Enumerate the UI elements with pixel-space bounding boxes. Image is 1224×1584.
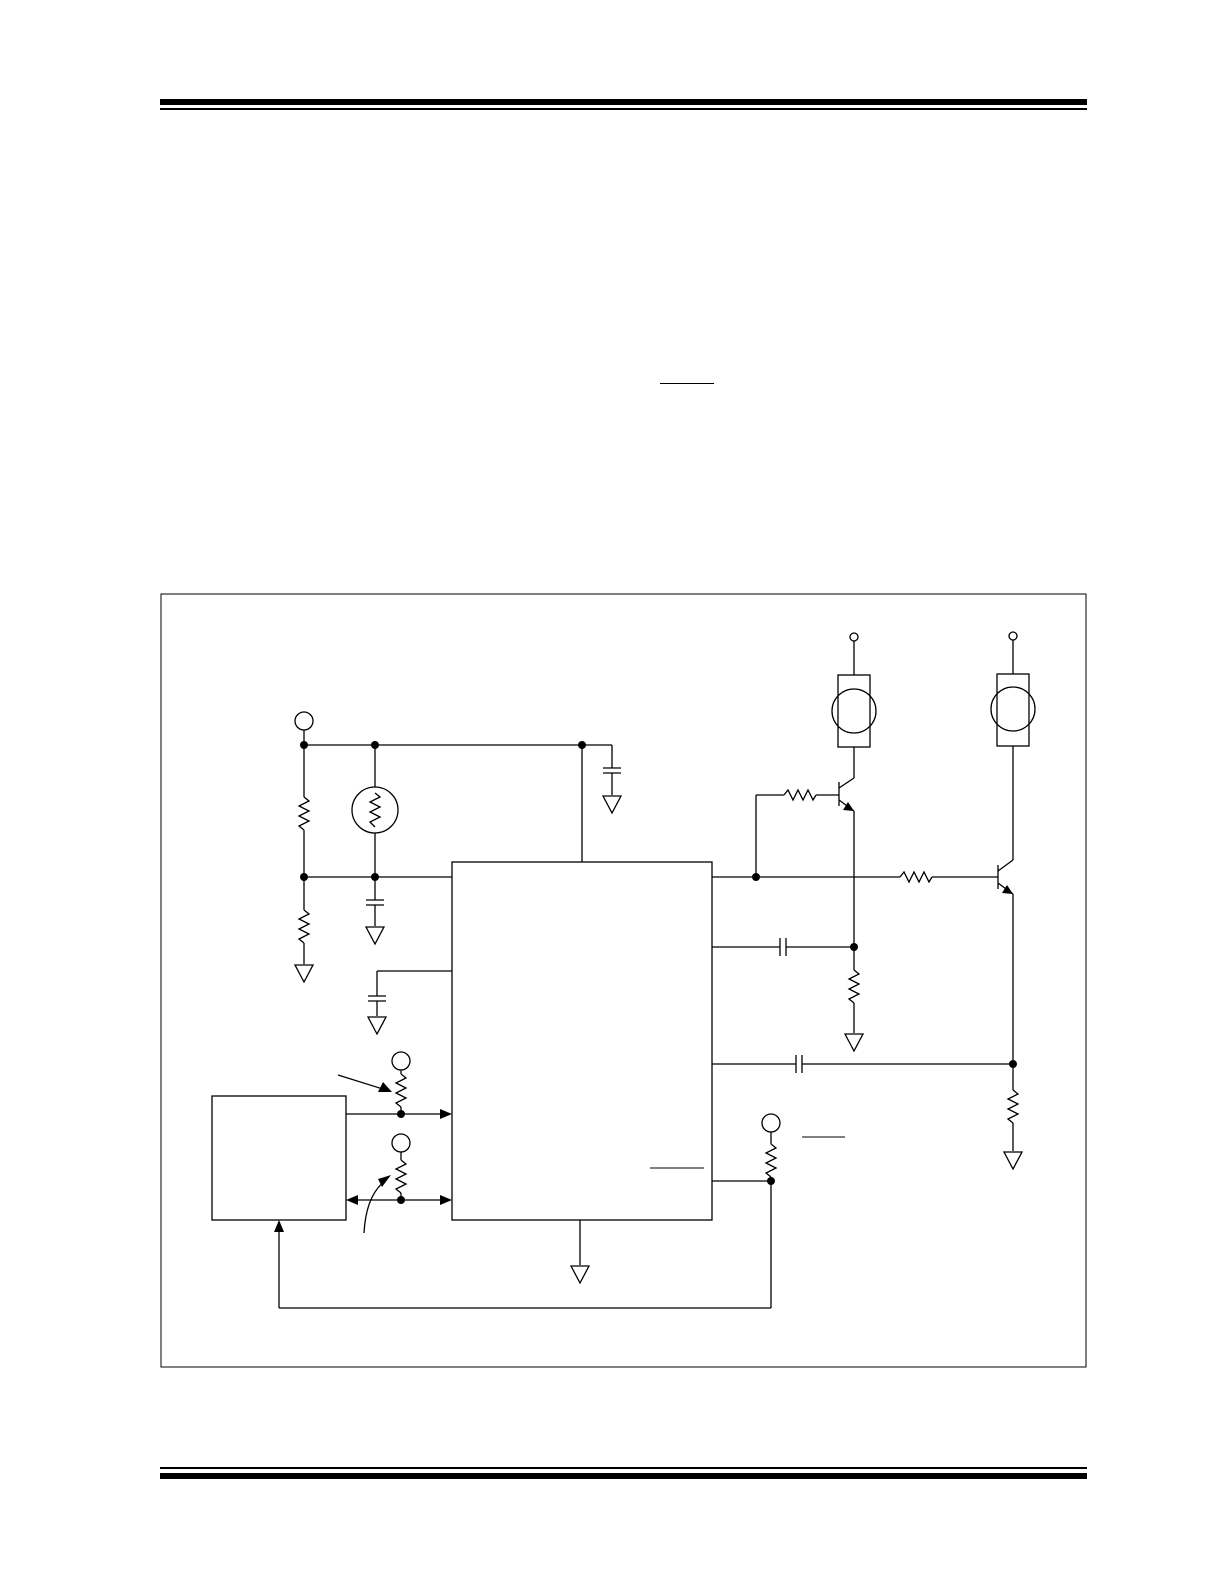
supply-terminal-pullup2 [391, 1133, 411, 1153]
q2-emitter-arrow [1002, 885, 1013, 894]
pullup-resistor-1 [394, 1073, 408, 1108]
header-rule-thin [160, 108, 1087, 110]
ic-body [451, 861, 713, 1221]
header-rule-thick [160, 99, 1087, 105]
ground-r2 [293, 964, 315, 984]
q2-base-resistor [899, 870, 933, 884]
thermistor-resistor [368, 792, 382, 828]
supply-terminal-pullup1 [391, 1051, 411, 1071]
label-arrow-1 [378, 1082, 392, 1092]
supply-terminal-output [761, 1113, 781, 1133]
ground-ic-left-cap [366, 1016, 388, 1036]
overbar-mark [660, 383, 714, 384]
motor2-housing [996, 673, 1030, 747]
label-arrow-2 [378, 1175, 391, 1187]
footer-rule-thin [160, 1467, 1087, 1469]
supply-terminal-left [294, 711, 314, 731]
motor1 [831, 688, 877, 734]
pullup-resistor-output [764, 1143, 778, 1178]
external-block [211, 1095, 347, 1221]
ground-sense-cap [364, 926, 386, 946]
emitter-resistor-2 [1006, 1089, 1020, 1124]
q1-base-resistor [783, 788, 817, 802]
motor1-housing [837, 674, 871, 748]
ground-emitter-1 [843, 1033, 865, 1053]
ground-emitter-2 [1002, 1151, 1024, 1171]
ground-ic-bottom [569, 1265, 591, 1285]
motor2 [990, 686, 1036, 732]
pullup-resistor-2 [394, 1159, 408, 1194]
emitter-resistor-1 [847, 969, 861, 1004]
q1-emitter-arrow [843, 802, 854, 811]
resistor-r1 [297, 796, 311, 831]
footer-rule-thick [160, 1473, 1087, 1479]
motor2-supply [1008, 631, 1018, 641]
motor1-supply [849, 632, 859, 642]
ground-decoupling [601, 795, 623, 815]
resistor-r2 [297, 909, 311, 944]
figure-frame [160, 593, 1087, 1368]
